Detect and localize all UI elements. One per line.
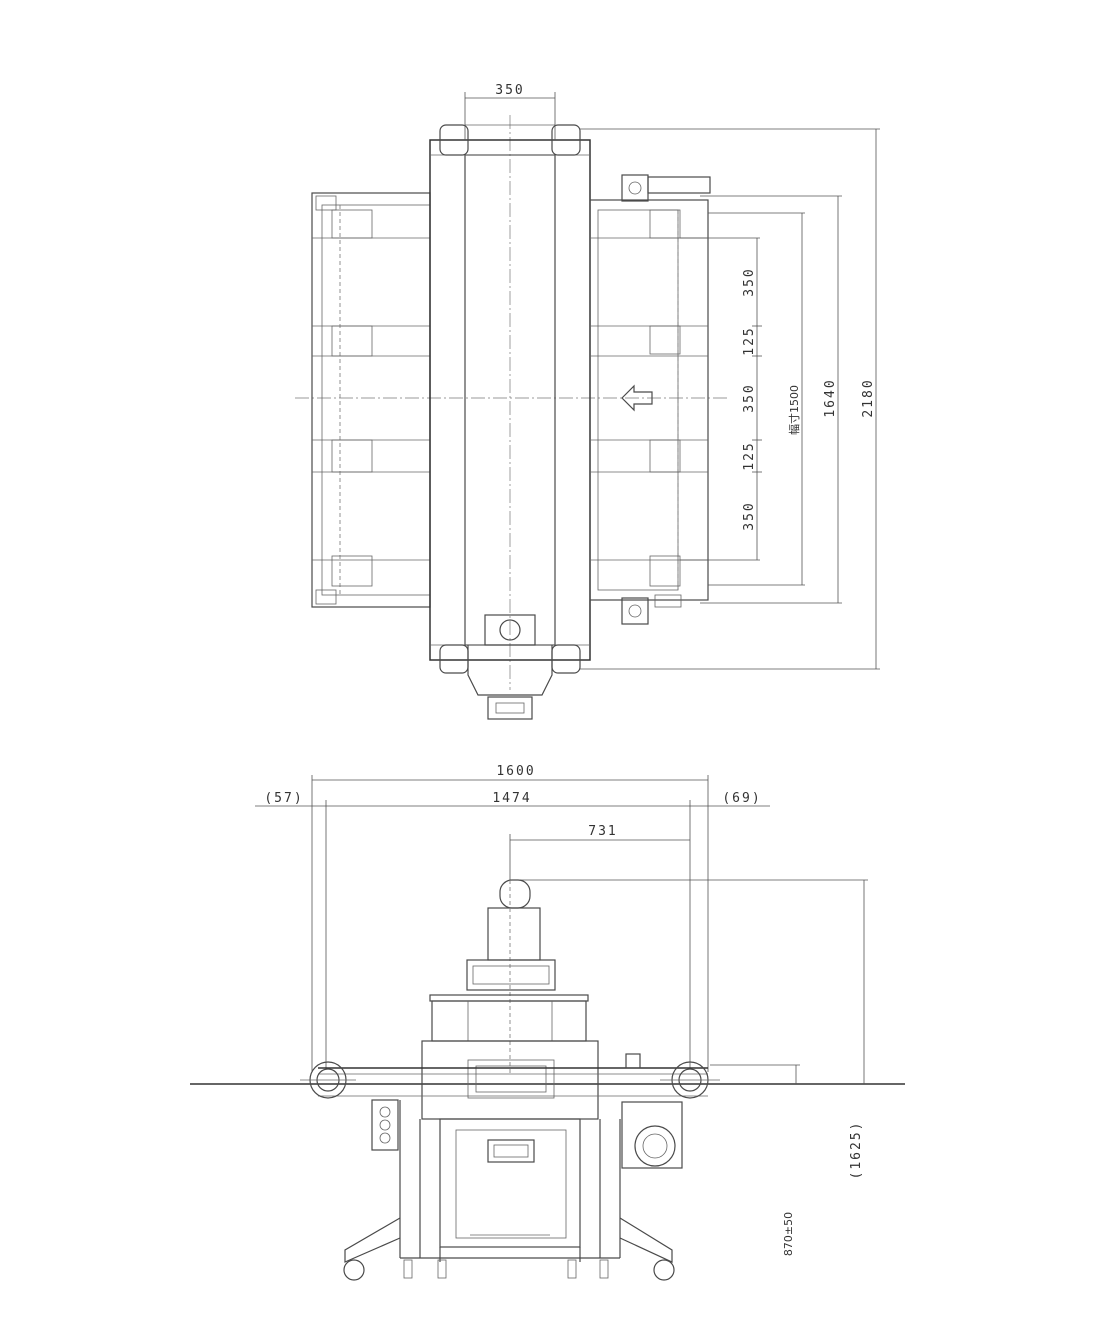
dim-1474: 1474 (57) (69) (255, 791, 770, 1068)
dim-label-1600: 1600 (496, 764, 535, 779)
dim-label-2180: 2180 (861, 378, 876, 417)
dim-label-seg-3: 350 (742, 383, 757, 412)
side-conveyor (300, 1061, 720, 1099)
dim-1625: (1625) (515, 879, 868, 1180)
right-conveyor (589, 174, 711, 625)
dim-label-seg-4: 125 (742, 441, 757, 470)
upper-housing (421, 959, 599, 1120)
legs (344, 1100, 673, 1263)
dim-label-seg-5: 350 (742, 501, 757, 530)
dim-label-seg-1: 350 (742, 267, 757, 296)
dim-label-1500: 幅寸1500 (787, 385, 801, 435)
dim-2180: 2180 (580, 128, 880, 670)
dim-870: 870±50 (710, 1064, 800, 1256)
side-view: 1600 1474 (57) (69) 731 (1625) 870±50 (190, 764, 905, 1281)
dim-731: 731 (509, 824, 690, 880)
dim-label-1640: 1640 (823, 378, 838, 417)
left-panel (371, 1099, 399, 1151)
dim-label-350-top: 350 (495, 83, 524, 98)
dim-1640: 1640 (700, 195, 842, 604)
dim-label-57: (57) (264, 791, 303, 806)
dim-width-1500: 幅寸1500 (708, 212, 805, 586)
top-motor (487, 879, 541, 1075)
dim-label-1625: (1625) (849, 1121, 864, 1180)
left-conveyor (311, 192, 431, 608)
dim-1600: 1600 (311, 764, 709, 1072)
dim-label-1474: 1474 (492, 791, 531, 806)
dim-segments: 350 125 350 125 350 (680, 237, 762, 561)
dim-label-seg-2: 125 (742, 326, 757, 355)
flow-direction-arrow-icon (621, 384, 653, 412)
casters (343, 1259, 675, 1281)
top-view: 350 350 125 350 125 350 幅寸1500 (295, 83, 880, 720)
dim-label-731: 731 (588, 824, 617, 839)
dim-top-350: 350 (464, 83, 556, 140)
dim-label-69: (69) (722, 791, 761, 806)
lower-cabinet (439, 1118, 581, 1248)
drive-motor (621, 1053, 683, 1169)
dim-label-870: 870±50 (782, 1212, 795, 1256)
